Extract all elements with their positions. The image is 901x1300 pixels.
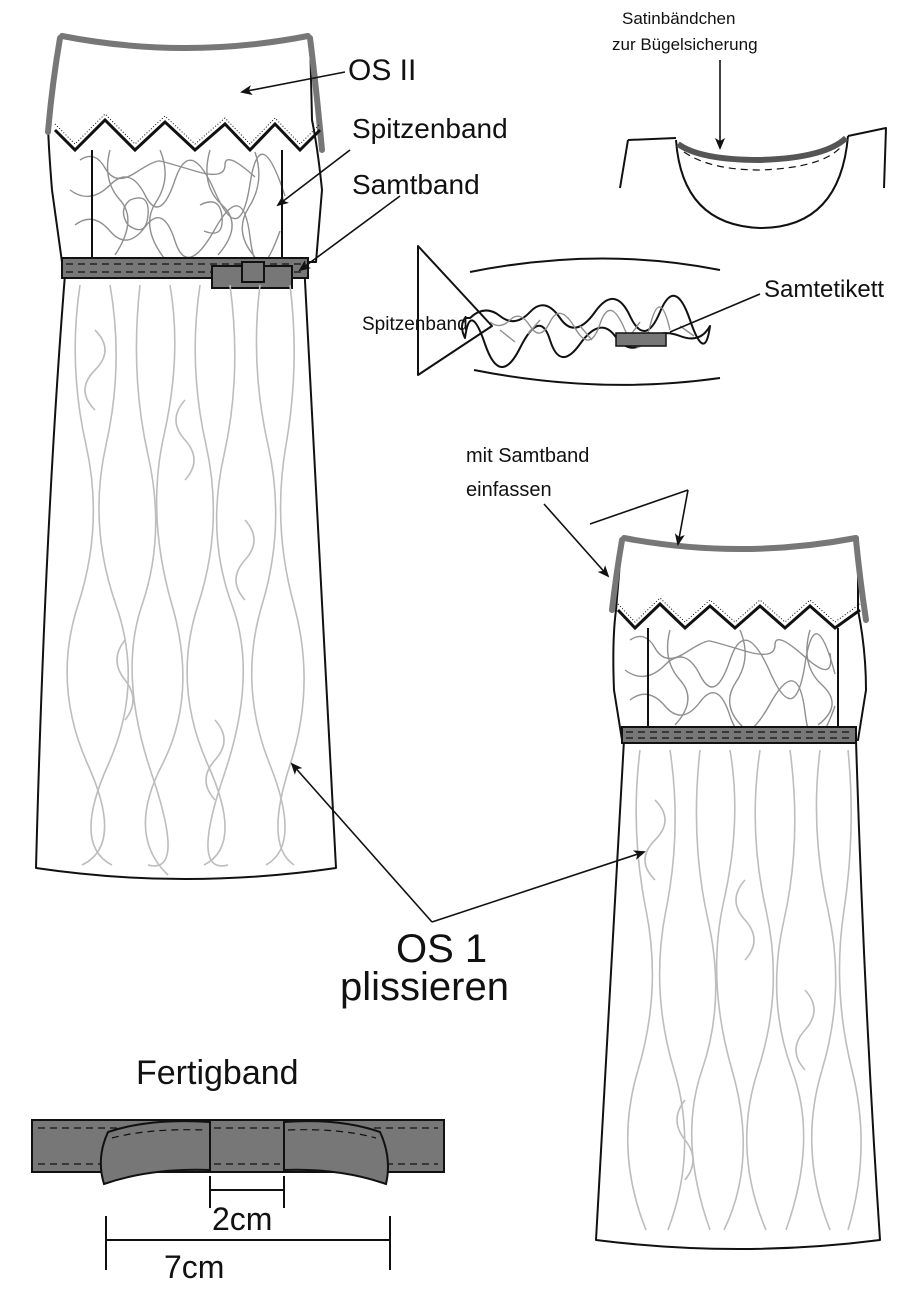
arrow-os2	[240, 71, 346, 96]
fertigband-bow-left	[99, 1120, 211, 1186]
arrow-spitzenband	[276, 149, 351, 207]
label-os1: OS 1	[396, 927, 487, 971]
label-satin-line2: zur Bügelsicherung	[612, 35, 758, 54]
label-satin-line1: Satinbändchen	[622, 9, 735, 28]
right-skirt-pleats	[626, 749, 862, 1231]
dimension-7cm	[105, 1216, 391, 1270]
line-samtetikett	[669, 293, 761, 333]
left-lace-zigzag	[53, 117, 322, 153]
arrow-einfassen-neckline	[674, 489, 689, 546]
lace-label-detail	[417, 245, 721, 386]
right-lace-pattern	[624, 629, 836, 741]
label-samtband: Samtband	[352, 169, 480, 200]
label-einfassen-line1: mit Samtband	[466, 445, 589, 467]
right-waistband	[621, 726, 857, 744]
label-7cm: 7cm	[164, 1249, 224, 1285]
right-armhole-band-right	[853, 537, 869, 623]
left-lace-pattern	[69, 149, 286, 266]
label-2cm: 2cm	[212, 1201, 272, 1237]
fertigband-bow-right	[283, 1120, 389, 1186]
label-spitzenband: Spitzenband	[352, 113, 508, 144]
left-neckline-band	[59, 33, 311, 51]
left-dress-outline	[35, 35, 337, 880]
label-os2: OS II	[348, 54, 416, 87]
right-dress	[595, 535, 881, 1250]
arrow-os1-left	[290, 762, 433, 923]
fertigband-knot	[209, 1119, 285, 1173]
fertigband-drawing	[31, 1119, 445, 1186]
label-spitzenband-detail: Spitzenband	[362, 314, 468, 335]
arrow-einfassen-armhole	[543, 503, 610, 578]
neckline-detail	[619, 127, 887, 229]
right-lace-zigzag	[616, 601, 861, 631]
right-neckline-band	[621, 535, 859, 552]
right-armhole-band-left	[609, 537, 625, 613]
arrow-os1-right	[431, 850, 646, 923]
lace-strip	[461, 294, 711, 368]
arrow-samtband	[298, 195, 401, 272]
left-armhole-band-left	[45, 35, 63, 135]
label-fertigband: Fertigband	[136, 1054, 299, 1092]
label-plissieren: plissieren	[340, 965, 509, 1009]
left-waist-bow	[211, 261, 293, 289]
samtetikett-rect	[615, 332, 667, 347]
label-samtetikett: Samtetikett	[764, 276, 884, 303]
left-skirt-pleats	[66, 284, 305, 876]
left-dress	[35, 33, 337, 880]
dimension-2cm	[209, 1176, 285, 1208]
left-armhole-band-right	[307, 35, 325, 153]
label-einfassen-line2: einfassen	[466, 479, 552, 501]
